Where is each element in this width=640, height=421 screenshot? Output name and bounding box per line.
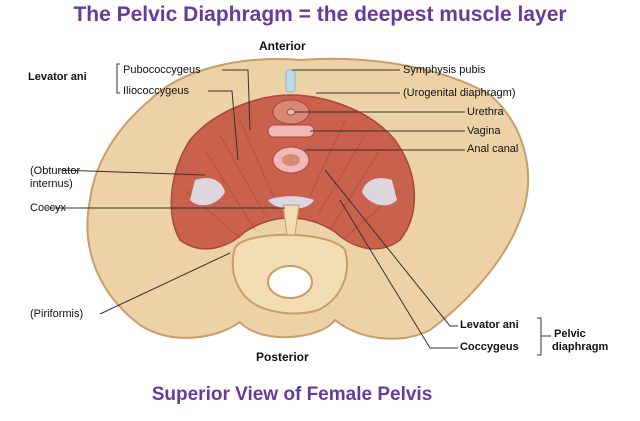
- label-urethra: Urethra: [467, 106, 504, 118]
- label-urogenital-diaphragm: (Urogenital diaphragm): [403, 87, 516, 99]
- label-pelvic-diaphragm-2: diaphragm: [552, 341, 609, 353]
- orientation-posterior: Posterior: [256, 350, 309, 364]
- label-vagina: Vagina: [467, 125, 501, 137]
- label-symphysis-pubis: Symphysis pubis: [403, 64, 486, 76]
- label-piriformis: (Piriformis): [30, 308, 84, 320]
- sacral-canal: [267, 265, 313, 299]
- coccyx: [282, 204, 300, 236]
- label-levator-ani: Levator ani: [460, 319, 519, 331]
- label-obturator-internus-1: (Obturator: [30, 165, 81, 177]
- label-coccyx: Coccyx: [30, 202, 67, 214]
- label-obturator-internus-2: internus): [30, 178, 73, 190]
- vagina: [267, 124, 315, 138]
- label-pubococcygeus: Pubococcygeus: [123, 64, 201, 76]
- label-iliococcygeus: Iliococcygeus: [123, 85, 190, 97]
- label-anal-canal: Anal canal: [467, 143, 519, 155]
- urethra: [286, 108, 296, 116]
- label-levator-ani-group: Levator ani: [28, 71, 87, 83]
- page-title: The Pelvic Diaphragm = the deepest muscl…: [73, 3, 567, 26]
- figure-caption: Superior View of Female Pelvis: [151, 384, 433, 405]
- orientation-anterior: Anterior: [259, 39, 306, 53]
- label-pelvic-diaphragm-1: Pelvic: [554, 328, 586, 340]
- label-coccygeus: Coccygeus: [460, 341, 519, 353]
- symphysis-pubis: [285, 69, 296, 93]
